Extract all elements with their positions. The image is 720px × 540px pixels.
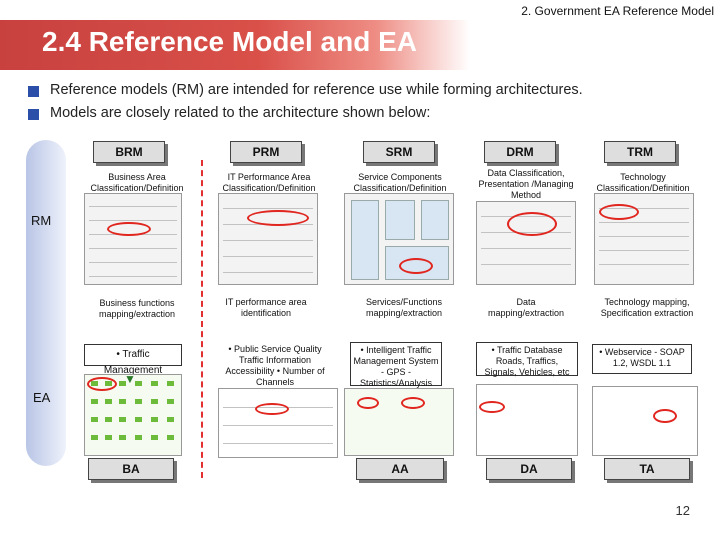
drm-caption: Data Classification, Presentation /Manag… — [478, 168, 574, 200]
da-diagram-thumbnail — [476, 384, 578, 456]
ba-description: • Traffic Management — [84, 344, 182, 376]
srm-mapping: Services/Functions mapping/extraction — [365, 297, 443, 318]
brm-caption: Business Area Classification/Definition — [90, 172, 184, 193]
trm-table-thumbnail — [594, 193, 694, 285]
ba-header: BA — [88, 458, 174, 480]
ta-diagram-thumbnail — [592, 386, 698, 456]
row-pill — [26, 140, 66, 466]
bullet-marker — [28, 86, 39, 97]
bullet-text-1: Reference models (RM) are intended for r… — [50, 82, 583, 98]
prm-table-thumbnail — [218, 193, 318, 285]
ta-description: • Webservice - SOAP 1.2, WSDL 1.1 — [592, 344, 692, 374]
prm-ea-description: • Public Service Quality Traffic Informa… — [216, 342, 334, 387]
bullet-text-2: Models are closely related to the archit… — [50, 105, 431, 121]
down-arrow-icon: ▼ — [124, 372, 136, 386]
prm-mapping: IT performance area identification — [225, 297, 307, 318]
brm-header: BRM — [93, 141, 165, 163]
da-description: • Traffic Database Roads, Traffics, Sign… — [476, 342, 578, 377]
trm-caption: Technology Classification/Definition — [596, 172, 690, 193]
srm-table-thumbnail — [344, 193, 454, 285]
page-title: 2.4 Reference Model and EA — [42, 26, 418, 57]
trm-header: TRM — [604, 141, 676, 163]
brm-table-thumbnail — [84, 193, 182, 285]
ba-diagram-thumbnail — [84, 374, 182, 456]
divider-line — [201, 160, 203, 478]
srm-header: SRM — [363, 141, 435, 163]
rm-row-label: RM — [31, 213, 52, 228]
title-bar — [0, 20, 470, 70]
ta-header: TA — [604, 458, 690, 480]
drm-table-thumbnail — [476, 201, 576, 285]
prm-ea-table-thumbnail — [218, 388, 338, 458]
section-header: 2. Government EA Reference Model — [521, 4, 714, 18]
aa-diagram-thumbnail — [344, 388, 454, 456]
da-header: DA — [486, 458, 572, 480]
prm-caption: IT Performance Area Classification/Defin… — [222, 172, 316, 193]
bullet-marker — [28, 109, 39, 120]
page-number: 12 — [675, 503, 690, 518]
aa-description: • Intelligent Traffic Management System … — [350, 342, 442, 388]
brm-mapping: Business functions mapping/extraction — [98, 298, 176, 319]
drm-mapping: Data mapping/extraction — [487, 297, 565, 318]
trm-mapping: Technology mapping, Specification extrac… — [600, 297, 694, 318]
srm-caption: Service Components Classification/Defini… — [353, 172, 447, 193]
prm-header: PRM — [230, 141, 302, 163]
ea-row-label: EA — [33, 390, 51, 405]
aa-header: AA — [356, 458, 444, 480]
drm-header: DRM — [484, 141, 556, 163]
